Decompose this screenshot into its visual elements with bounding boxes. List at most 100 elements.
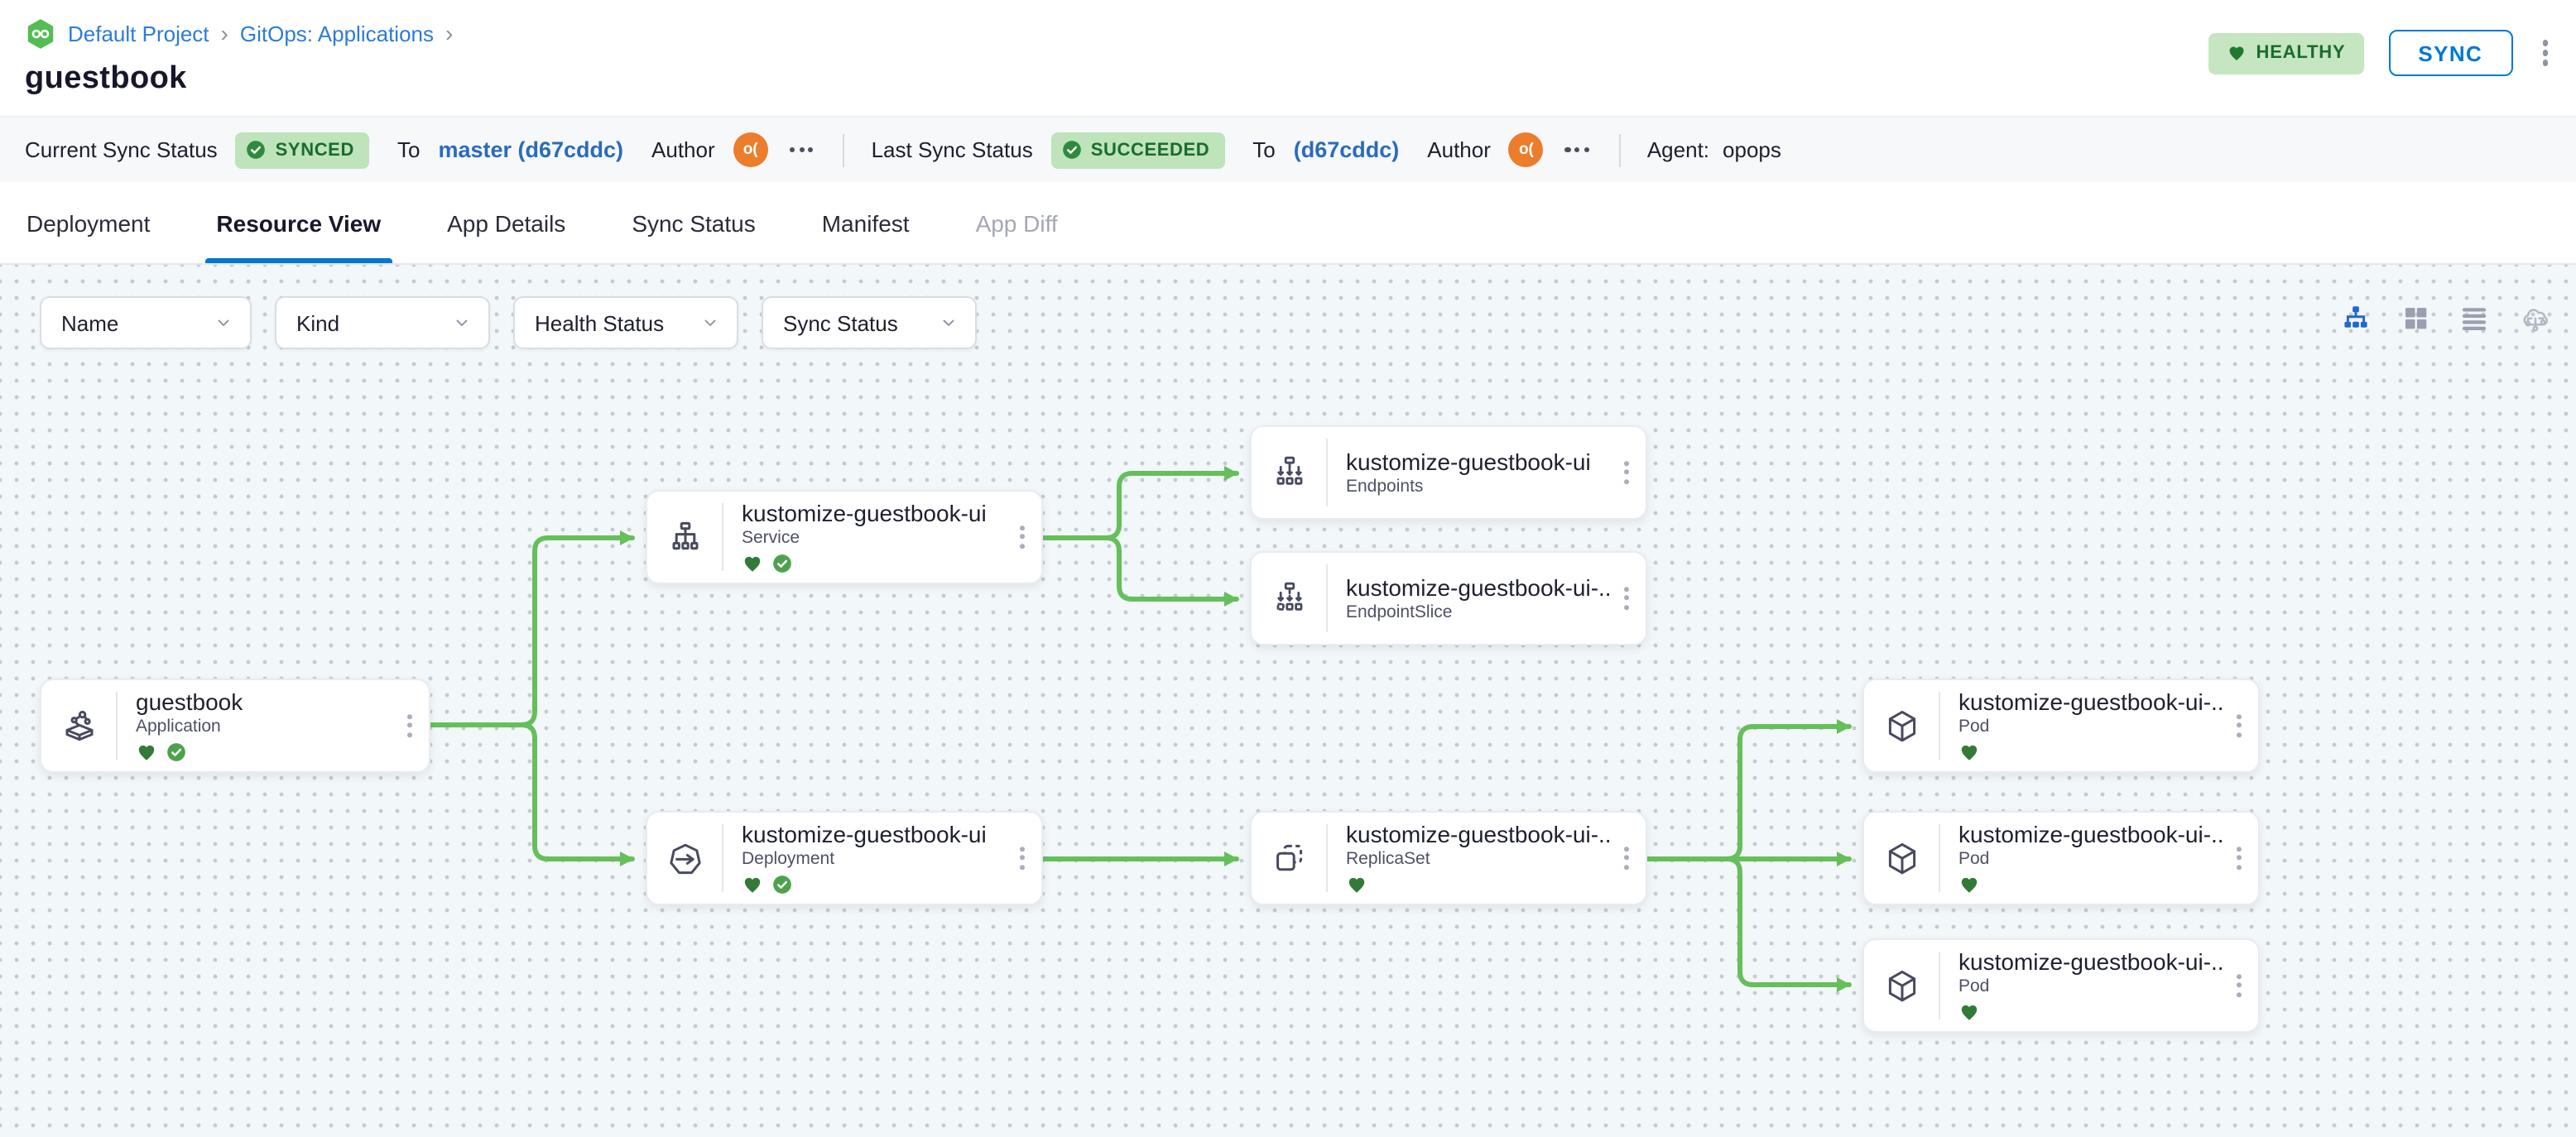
- pod-icon: [1864, 813, 1939, 904]
- graph-node-endpoints[interactable]: kustomize-guestbook-ui Endpoints: [1250, 425, 1647, 520]
- endpointslice-icon: [1252, 553, 1326, 644]
- author-label: Author: [651, 137, 715, 162]
- breadcrumb-section-link[interactable]: GitOps: Applications: [239, 22, 434, 46]
- node-menu-icon[interactable]: [1015, 520, 1030, 554]
- sync-status-bar: Current Sync Status SYNCED To master (d6…: [0, 116, 2576, 182]
- sync-button[interactable]: SYNC: [2388, 30, 2513, 76]
- health-status-badge: HEALTHY: [2208, 32, 2364, 74]
- health-status-filter-label: Health Status: [535, 310, 665, 335]
- tab-resource-view[interactable]: Resource View: [204, 182, 393, 263]
- node-title: guestbook: [136, 688, 243, 714]
- agent-value: opops: [1723, 137, 1781, 162]
- health-badge-label: HEALTHY: [2256, 43, 2346, 63]
- node-menu-icon[interactable]: [2232, 968, 2247, 1003]
- node-title: kustomize-guestbook-ui: [742, 821, 987, 847]
- last-sync-badge-label: SUCCEEDED: [1090, 140, 1210, 160]
- node-menu-icon[interactable]: [1619, 455, 1634, 490]
- node-kind: Pod: [1958, 976, 1990, 996]
- last-sync-badge: SUCCEEDED: [1050, 132, 1225, 168]
- node-title: kustomize-guestbook-ui: [1346, 448, 1591, 475]
- healthy-heart-icon: [1348, 877, 1365, 893]
- tab-app-diff: App Diff: [975, 209, 1058, 236]
- node-status: [1958, 741, 2222, 763]
- graph-node-application-guestbook[interactable]: guestbook Application: [40, 679, 430, 773]
- healthy-heart-icon: [1961, 1005, 1978, 1020]
- divider: [722, 824, 723, 892]
- node-status: [1958, 1001, 2222, 1023]
- node-kind: Service: [742, 528, 800, 548]
- last-sync-label: Last Sync Status: [871, 137, 1033, 162]
- kind-filter-dropdown[interactable]: Kind: [275, 296, 490, 349]
- name-filter-dropdown[interactable]: Name: [40, 296, 252, 349]
- breadcrumb-project-link[interactable]: Default Project: [68, 22, 209, 46]
- node-menu-icon[interactable]: [2232, 708, 2247, 743]
- synced-check-icon: [773, 876, 791, 894]
- current-sync-revision-link[interactable]: master (d67cddc): [438, 137, 624, 162]
- tab-sync-status[interactable]: Sync Status: [632, 209, 756, 236]
- agent-label: Agent:: [1646, 137, 1710, 162]
- tab-app-details[interactable]: App Details: [447, 209, 566, 236]
- grid-view-icon[interactable]: [2402, 305, 2429, 331]
- graph-node-deployment[interactable]: kustomize-guestbook-ui Deployment: [646, 811, 1043, 905]
- current-sync-label: Current Sync Status: [25, 137, 218, 162]
- node-menu-icon[interactable]: [2232, 841, 2247, 876]
- tree-view-icon[interactable]: [2341, 304, 2371, 332]
- node-title: kustomize-guestbook-ui-...: [1346, 573, 1609, 601]
- chevron-down-icon: [943, 319, 954, 326]
- resource-graph-canvas[interactable]: Name Kind Health Status Sync Status: [0, 265, 2576, 1137]
- node-kind: Deployment: [742, 849, 835, 869]
- divider: [116, 692, 118, 760]
- tab-bar: Deployment Resource View App Details Syn…: [0, 182, 2576, 265]
- application-icon: [41, 680, 116, 771]
- graph-node-pod-3[interactable]: kustomize-guestbook-ui-... Pod: [1862, 938, 2260, 1033]
- to-label: To: [1252, 137, 1276, 162]
- sync-status-filter-dropdown[interactable]: Sync Status: [762, 296, 977, 349]
- node-title: kustomize-guestbook-ui-...: [1346, 821, 1609, 847]
- commit-more-options-icon[interactable]: [1562, 141, 1593, 159]
- node-title: kustomize-guestbook-ui: [742, 500, 987, 525]
- node-menu-icon[interactable]: [1619, 841, 1634, 876]
- commit-more-options-icon[interactable]: [786, 141, 817, 159]
- divider: [722, 503, 723, 571]
- node-title: kustomize-guestbook-ui-...: [1958, 948, 2222, 974]
- node-menu-icon[interactable]: [1619, 581, 1634, 616]
- healthy-heart-icon: [138, 745, 155, 760]
- breadcrumb-separator: ›: [445, 20, 454, 46]
- author-avatar[interactable]: o(: [733, 132, 768, 167]
- page-more-options-icon[interactable]: [2537, 35, 2553, 71]
- node-menu-icon[interactable]: [1015, 841, 1030, 876]
- list-view-icon[interactable]: [2460, 305, 2488, 330]
- check-circle-icon: [1062, 141, 1081, 159]
- node-kind: ReplicaSet: [1346, 849, 1430, 869]
- divider: [1326, 564, 1328, 632]
- divider: [1939, 952, 1940, 1019]
- graph-node-replicaset[interactable]: kustomize-guestbook-ui-... ReplicaSet: [1250, 811, 1647, 905]
- divider: [1326, 824, 1328, 892]
- node-kind: Pod: [1958, 717, 1990, 736]
- health-status-filter-dropdown[interactable]: Health Status: [513, 296, 738, 349]
- synced-check-icon: [167, 743, 185, 761]
- node-status: [742, 553, 1005, 574]
- graph-node-endpointslice[interactable]: kustomize-guestbook-ui-... EndpointSlice: [1250, 551, 1647, 645]
- tab-manifest[interactable]: Manifest: [821, 209, 910, 236]
- heart-icon: [2229, 46, 2243, 60]
- graph-node-pod-2[interactable]: kustomize-guestbook-ui-... Pod: [1862, 811, 2260, 905]
- graph-node-pod-1[interactable]: kustomize-guestbook-ui-... Pod: [1862, 679, 2260, 773]
- check-circle-icon: [247, 141, 266, 159]
- author-avatar[interactable]: o(: [1508, 132, 1544, 167]
- chevron-down-icon: [456, 319, 468, 326]
- page-header: Default Project › GitOps: Applications ›…: [0, 0, 2576, 116]
- divider: [843, 133, 845, 166]
- cloud-view-icon[interactable]: [2520, 303, 2551, 333]
- node-kind: EndpointSlice: [1346, 602, 1453, 623]
- last-sync-revision-link[interactable]: (d67cddc): [1293, 137, 1400, 162]
- chevron-down-icon: [704, 319, 716, 326]
- endpoints-icon: [1252, 427, 1326, 518]
- graph-node-service[interactable]: kustomize-guestbook-ui Service: [646, 490, 1043, 584]
- current-sync-badge: SYNCED: [235, 132, 369, 168]
- node-kind: Pod: [1958, 849, 1990, 869]
- tab-deployment[interactable]: Deployment: [26, 209, 151, 236]
- breadcrumb: Default Project › GitOps: Applications ›: [0, 0, 2576, 50]
- node-menu-icon[interactable]: [402, 708, 417, 743]
